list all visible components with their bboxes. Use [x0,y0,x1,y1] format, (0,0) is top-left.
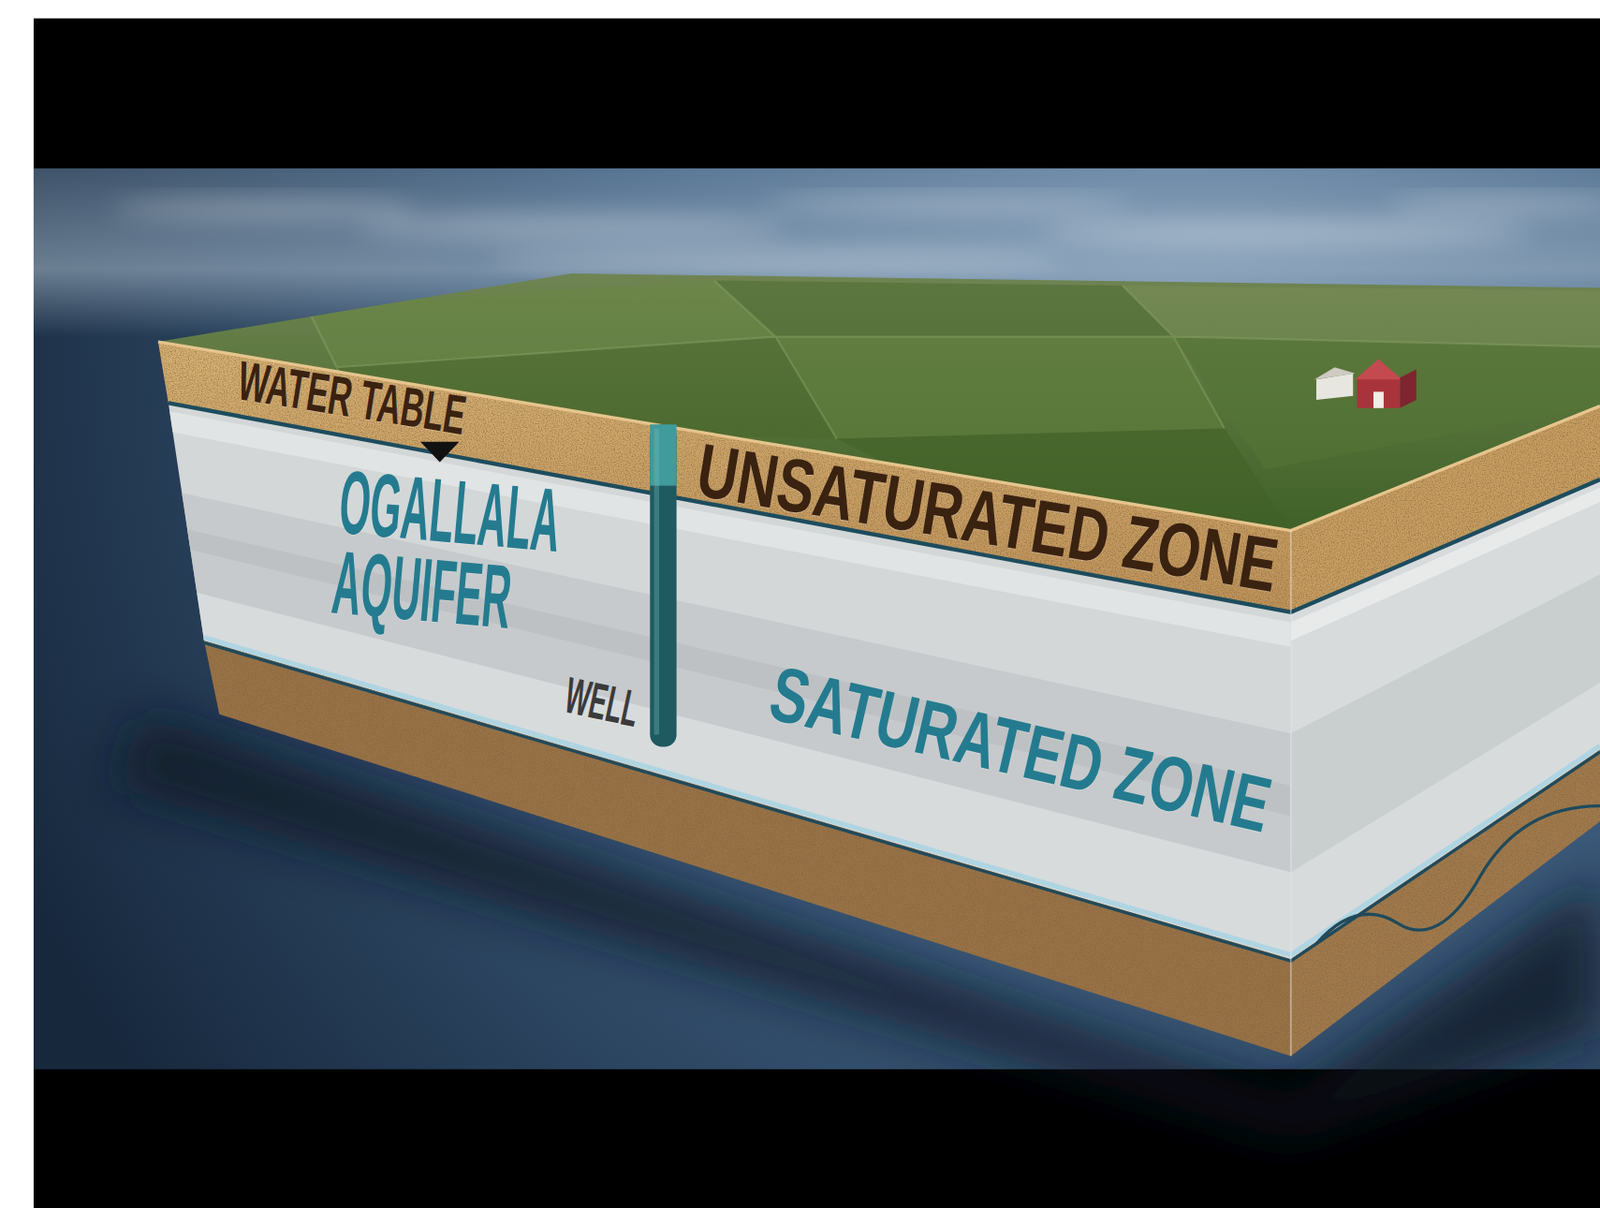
aquifer-base-line [204,642,1600,961]
aquifer-base-water [204,637,1600,955]
well-shaft [649,424,676,747]
well-label: WELL [560,668,645,736]
layer-label: WATER TABLE [234,351,470,444]
backdrop [33,168,1600,1070]
label-anchor: OGALLALA AQUIFER [329,460,562,641]
bedrock-layer [204,640,1292,1056]
side-water-line [1316,806,1600,944]
letterbox [33,18,1600,1208]
well-casing [649,424,676,485]
water-table-arrow [420,441,459,463]
zone-label: UNSATURATED ZONE [691,429,1284,605]
block-corner [1290,530,1292,1057]
label-anchor: WATER TABLE [234,351,470,444]
label-anchor: SATURATED ZONE [763,652,1279,847]
bedrock-layer-side [1291,749,1600,1057]
label-anchor: UNSATURATED ZONE [691,429,1284,605]
well-highlight [654,428,660,735]
farm [1314,359,1417,409]
aquifer-name: OGALLALA AQUIFER [329,460,562,641]
label-anchor: WELL [560,668,645,736]
clouds [112,194,1600,271]
zone-label: SATURATED ZONE [763,652,1279,847]
